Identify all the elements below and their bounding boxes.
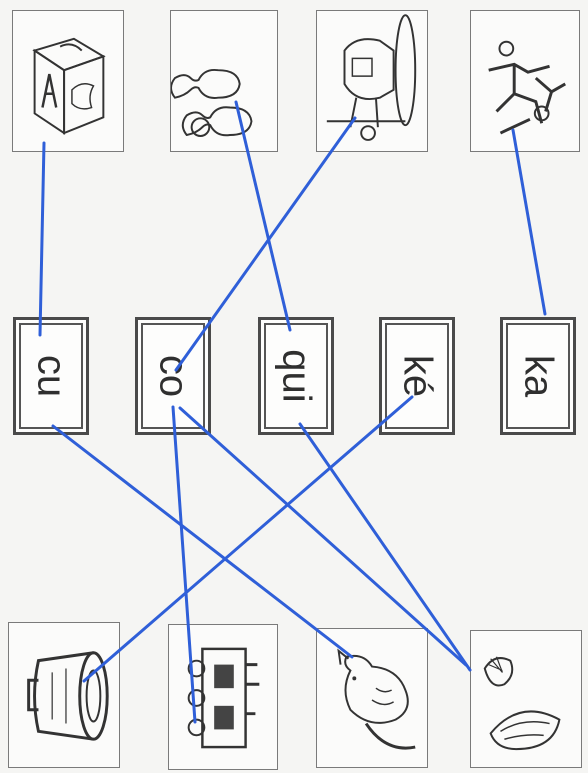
word-ka: ka xyxy=(516,354,561,398)
picture-fighting-man xyxy=(470,10,580,152)
word-box-co: co xyxy=(135,317,211,435)
picture-alphabet-block xyxy=(12,10,124,152)
picture-bowling-pins xyxy=(170,10,278,152)
picture-cooking-pot xyxy=(8,622,120,768)
word-co: co xyxy=(151,354,196,398)
word-box-qui: qui xyxy=(258,317,334,435)
picture-cat xyxy=(316,628,428,768)
word-box-cu: cu xyxy=(13,317,89,435)
picture-helicopter xyxy=(316,10,428,152)
picture-shells xyxy=(470,630,582,768)
word-box-ka: ka xyxy=(500,317,576,435)
alphabet-block-icon xyxy=(32,37,106,135)
cat-icon xyxy=(337,648,416,750)
helicopter-icon xyxy=(326,14,417,141)
word-cu: cu xyxy=(29,354,74,398)
train-icon xyxy=(187,647,260,749)
cooking-pot-icon xyxy=(27,651,109,741)
fighting-man-icon xyxy=(488,40,566,135)
word-ke: ké xyxy=(395,354,440,398)
picture-train xyxy=(168,624,278,770)
shells-icon xyxy=(483,656,561,751)
bowling-pins-icon xyxy=(171,68,253,137)
word-qui: qui xyxy=(274,349,319,403)
word-box-ke: ké xyxy=(379,317,455,435)
